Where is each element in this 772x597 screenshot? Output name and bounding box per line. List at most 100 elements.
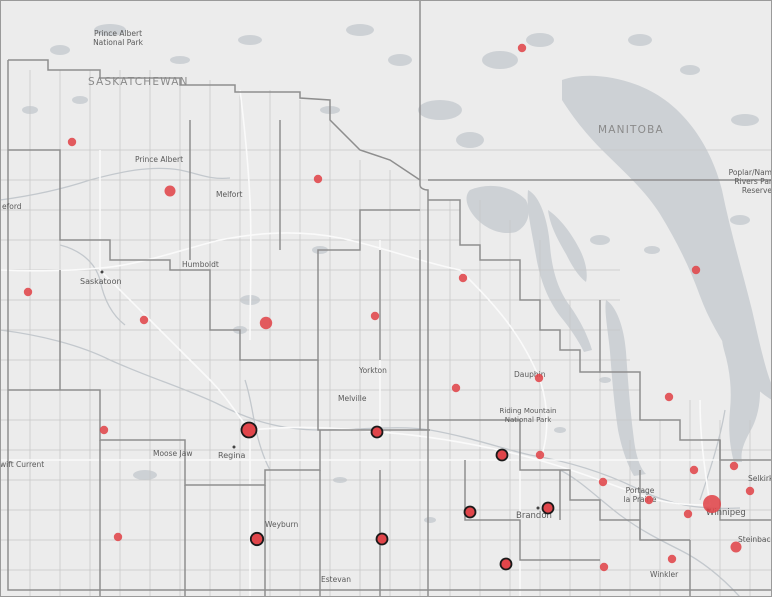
- lake: [628, 34, 652, 46]
- place-label-saskatoon: Saskatoon: [80, 277, 122, 286]
- marker-layer: [23, 43, 755, 572]
- lake: [599, 377, 611, 383]
- map-marker[interactable]: [517, 43, 527, 53]
- place-label-moose-jaw: Moose Jaw: [153, 449, 193, 458]
- map-marker[interactable]: [249, 531, 265, 547]
- map-marker[interactable]: [667, 554, 677, 564]
- lake: [526, 33, 554, 47]
- place-label-line: Rivers Par: [734, 177, 772, 186]
- lake: [72, 96, 88, 104]
- place-label-brandon: Brandon: [516, 511, 552, 521]
- place-label-melville: Melville: [338, 394, 367, 403]
- map-marker[interactable]: [689, 465, 699, 475]
- place-label-yorkton: Yorkton: [358, 366, 387, 375]
- place-label-humboldt: Humboldt: [182, 260, 219, 269]
- lake-winnipeg: [562, 75, 772, 401]
- map-marker[interactable]: [259, 316, 273, 330]
- place-label-battleford: eford: [2, 202, 22, 211]
- map-marker[interactable]: [370, 425, 384, 439]
- lake: [238, 35, 262, 45]
- map-marker[interactable]: [683, 509, 693, 519]
- place-label-line: Portage: [626, 486, 655, 495]
- lake: [680, 65, 700, 75]
- lake: [170, 56, 190, 64]
- place-label-line: Reserve: [742, 186, 772, 195]
- map-marker[interactable]: [375, 532, 389, 546]
- map-marker[interactable]: [313, 174, 323, 184]
- city-dot-regina: [232, 445, 236, 449]
- province-label-manitoba: MANITOBA: [598, 124, 664, 136]
- lake: [388, 54, 412, 66]
- cedar-lake: [466, 185, 529, 234]
- water-layer: [22, 24, 772, 523]
- map-marker[interactable]: [240, 421, 258, 439]
- map-marker[interactable]: [23, 287, 33, 297]
- lake: [418, 100, 462, 120]
- lake-winnipegosis: [527, 190, 592, 352]
- place-label-winkler: Winkler: [650, 570, 679, 579]
- map-marker[interactable]: [495, 448, 509, 462]
- lake: [554, 427, 566, 433]
- place-label-prince-albert: Prince Albert: [135, 155, 183, 164]
- map-marker[interactable]: [458, 273, 468, 283]
- map-marker[interactable]: [664, 392, 674, 402]
- lake: [730, 215, 750, 225]
- lake: [94, 24, 126, 36]
- map-marker[interactable]: [541, 501, 555, 515]
- map-marker[interactable]: [99, 425, 109, 435]
- place-label-winnipeg: Winnipeg: [706, 508, 746, 518]
- map-marker[interactable]: [499, 557, 513, 571]
- place-label-estevan: Estevan: [321, 575, 351, 584]
- map-marker[interactable]: [451, 383, 461, 393]
- boundaries: [7, 0, 772, 597]
- map-marker[interactable]: [745, 486, 755, 496]
- lake: [424, 517, 436, 523]
- map-marker[interactable]: [644, 495, 654, 505]
- place-label-line: Prince Albert: [94, 29, 142, 38]
- place-label-melfort: Melfort: [216, 190, 242, 199]
- place-label-swift-current: wift Current: [0, 460, 44, 469]
- place-label-line: la Prairie: [624, 495, 657, 504]
- place-label-steinbach: Steinbach: [738, 535, 772, 544]
- map-marker[interactable]: [730, 541, 742, 553]
- lake: [482, 51, 518, 69]
- lake: [731, 114, 759, 126]
- map-marker[interactable]: [535, 450, 545, 460]
- lake: [590, 235, 610, 245]
- map-marker[interactable]: [599, 562, 609, 572]
- place-label-line: Riding Mountain: [500, 407, 557, 415]
- place-label-weyburn: Weyburn: [265, 520, 298, 529]
- map-marker[interactable]: [534, 373, 544, 383]
- lake: [456, 132, 484, 148]
- map-marker[interactable]: [691, 265, 701, 275]
- city-dot-saskatoon: [100, 270, 104, 274]
- lake-winnipegosis-arm: [548, 210, 587, 282]
- place-label-line: National Park: [505, 416, 552, 424]
- lake: [644, 246, 660, 254]
- map-marker[interactable]: [67, 137, 77, 147]
- lake-winnipeg-south: [721, 318, 760, 462]
- lake: [346, 24, 374, 36]
- map-marker[interactable]: [370, 311, 380, 321]
- lake: [133, 470, 157, 480]
- lake: [50, 45, 70, 55]
- map-marker[interactable]: [729, 461, 739, 471]
- map-marker[interactable]: [703, 495, 721, 513]
- map-marker[interactable]: [598, 477, 608, 487]
- province-label-saskatchewan: SASKATCHEWAN: [88, 76, 189, 88]
- map-marker[interactable]: [113, 532, 123, 542]
- place-label-line: Poplar/Nam: [729, 168, 772, 177]
- map-marker[interactable]: [164, 185, 176, 197]
- place-label-selkirk: Selkirk: [748, 474, 772, 483]
- lake-manitoba: [605, 300, 646, 476]
- place-label-line: National Park: [93, 38, 144, 47]
- map-marker[interactable]: [463, 505, 477, 519]
- map-marker[interactable]: [139, 315, 149, 325]
- city-dot-brandon: [536, 506, 540, 510]
